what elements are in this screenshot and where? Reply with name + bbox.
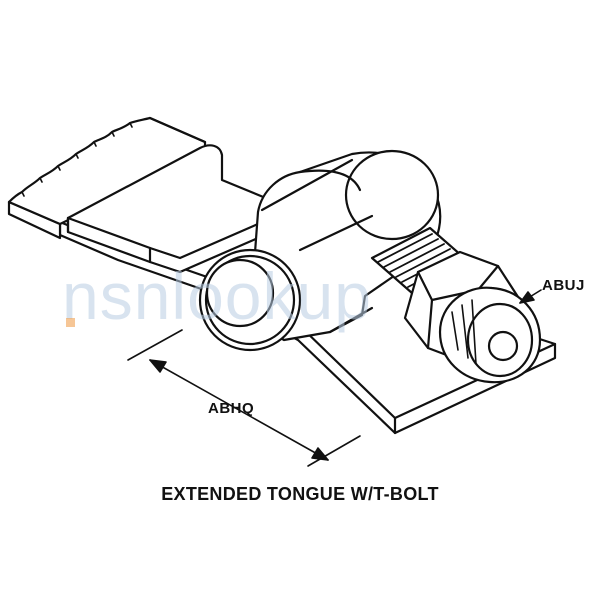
watermark-dot [66,318,75,327]
tongue-length-label: ABHQ [208,400,255,417]
figure-caption: EXTENDED TONGUE W/T-BOLT [161,484,439,504]
flat-strap [7,116,207,240]
extended-tongue [66,144,292,274]
tongue-length-dimension [127,329,361,467]
stud-end [438,286,542,384]
thread-size-label: ABUJ [542,277,585,294]
t-bolt-body [198,149,442,352]
thread-size-leader [519,289,542,304]
